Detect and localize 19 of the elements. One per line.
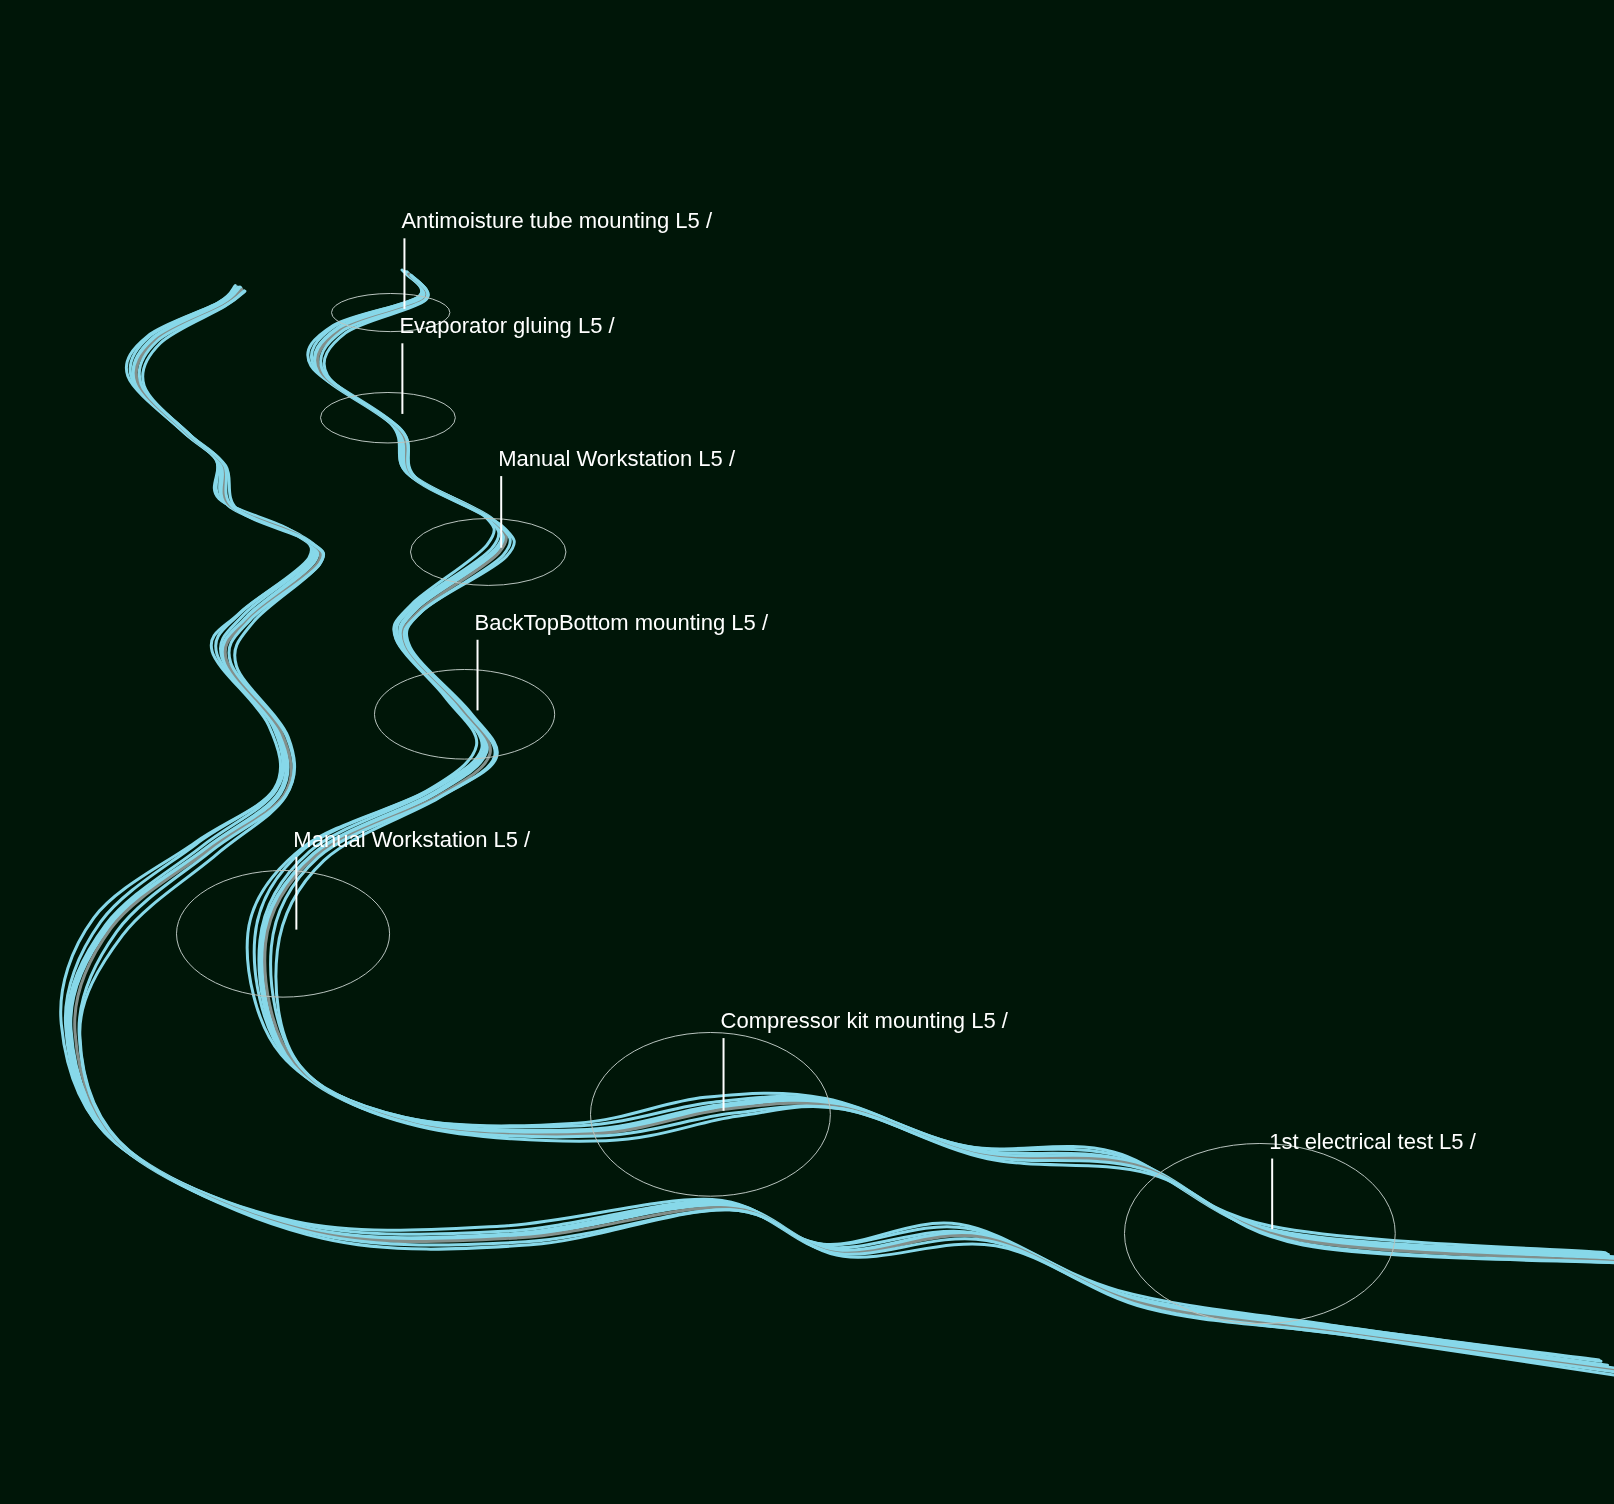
station-label: Manual Workstation L5 / <box>498 446 735 473</box>
leader-line <box>403 237 406 310</box>
leader-line <box>401 342 404 415</box>
station-label: Compressor kit mounting L5 / <box>720 1008 1008 1035</box>
ellipse-outline <box>589 1032 831 1198</box>
station-label: 1st electrical test L5 / <box>1269 1128 1476 1155</box>
ellipse-outline <box>409 517 567 586</box>
leader-line <box>1271 1157 1274 1231</box>
leader-line <box>500 475 503 549</box>
leader-line <box>295 855 298 931</box>
station-label: Antimoisture tube mounting L5 / <box>401 208 713 235</box>
ellipse-outline <box>320 392 456 444</box>
station-label: BackTopBottom mounting L5 / <box>474 609 768 636</box>
ellipse-outline <box>373 669 555 760</box>
ellipse-outline <box>176 869 391 998</box>
station-label: Evaporator gluing L5 / <box>399 313 615 340</box>
leader-line <box>476 638 479 712</box>
station-label: Manual Workstation L5 / <box>293 826 531 853</box>
leader-line <box>722 1037 725 1112</box>
